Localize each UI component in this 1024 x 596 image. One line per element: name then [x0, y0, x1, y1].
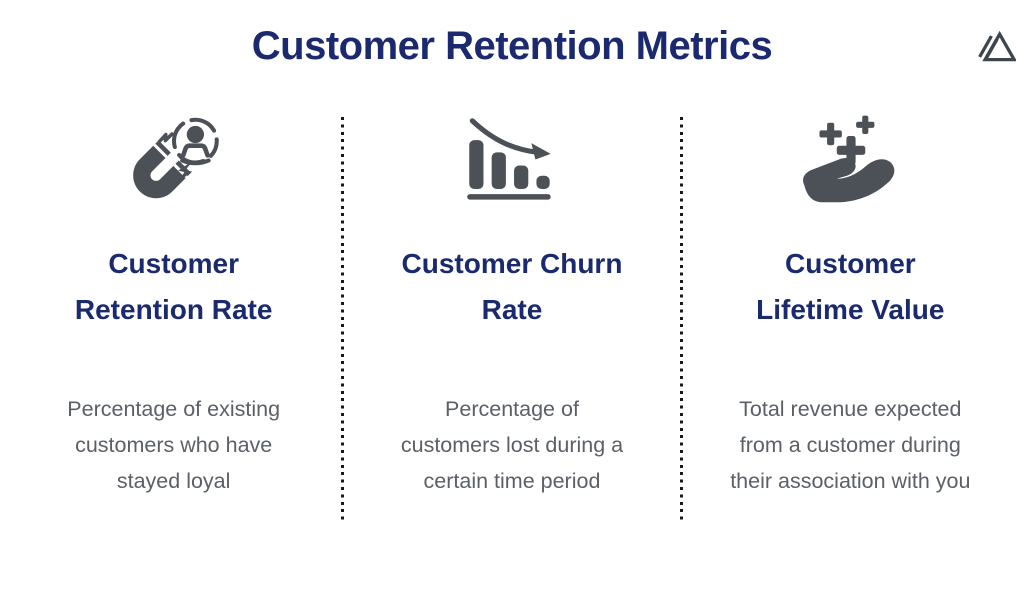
- mountain-peaks-logo-icon: [978, 30, 1016, 62]
- dotted-divider: [341, 117, 345, 520]
- declining-bar-chart-icon: [467, 118, 551, 200]
- magnet-attracting-customer-icon: [132, 117, 219, 199]
- dotted-divider: [679, 117, 683, 520]
- page-title: Customer Retention Metrics: [251, 24, 773, 68]
- hand-giving-plus-signs-icon: [803, 115, 895, 203]
- slide-canvas: Customer Retention Metrics: [0, 20, 1024, 596]
